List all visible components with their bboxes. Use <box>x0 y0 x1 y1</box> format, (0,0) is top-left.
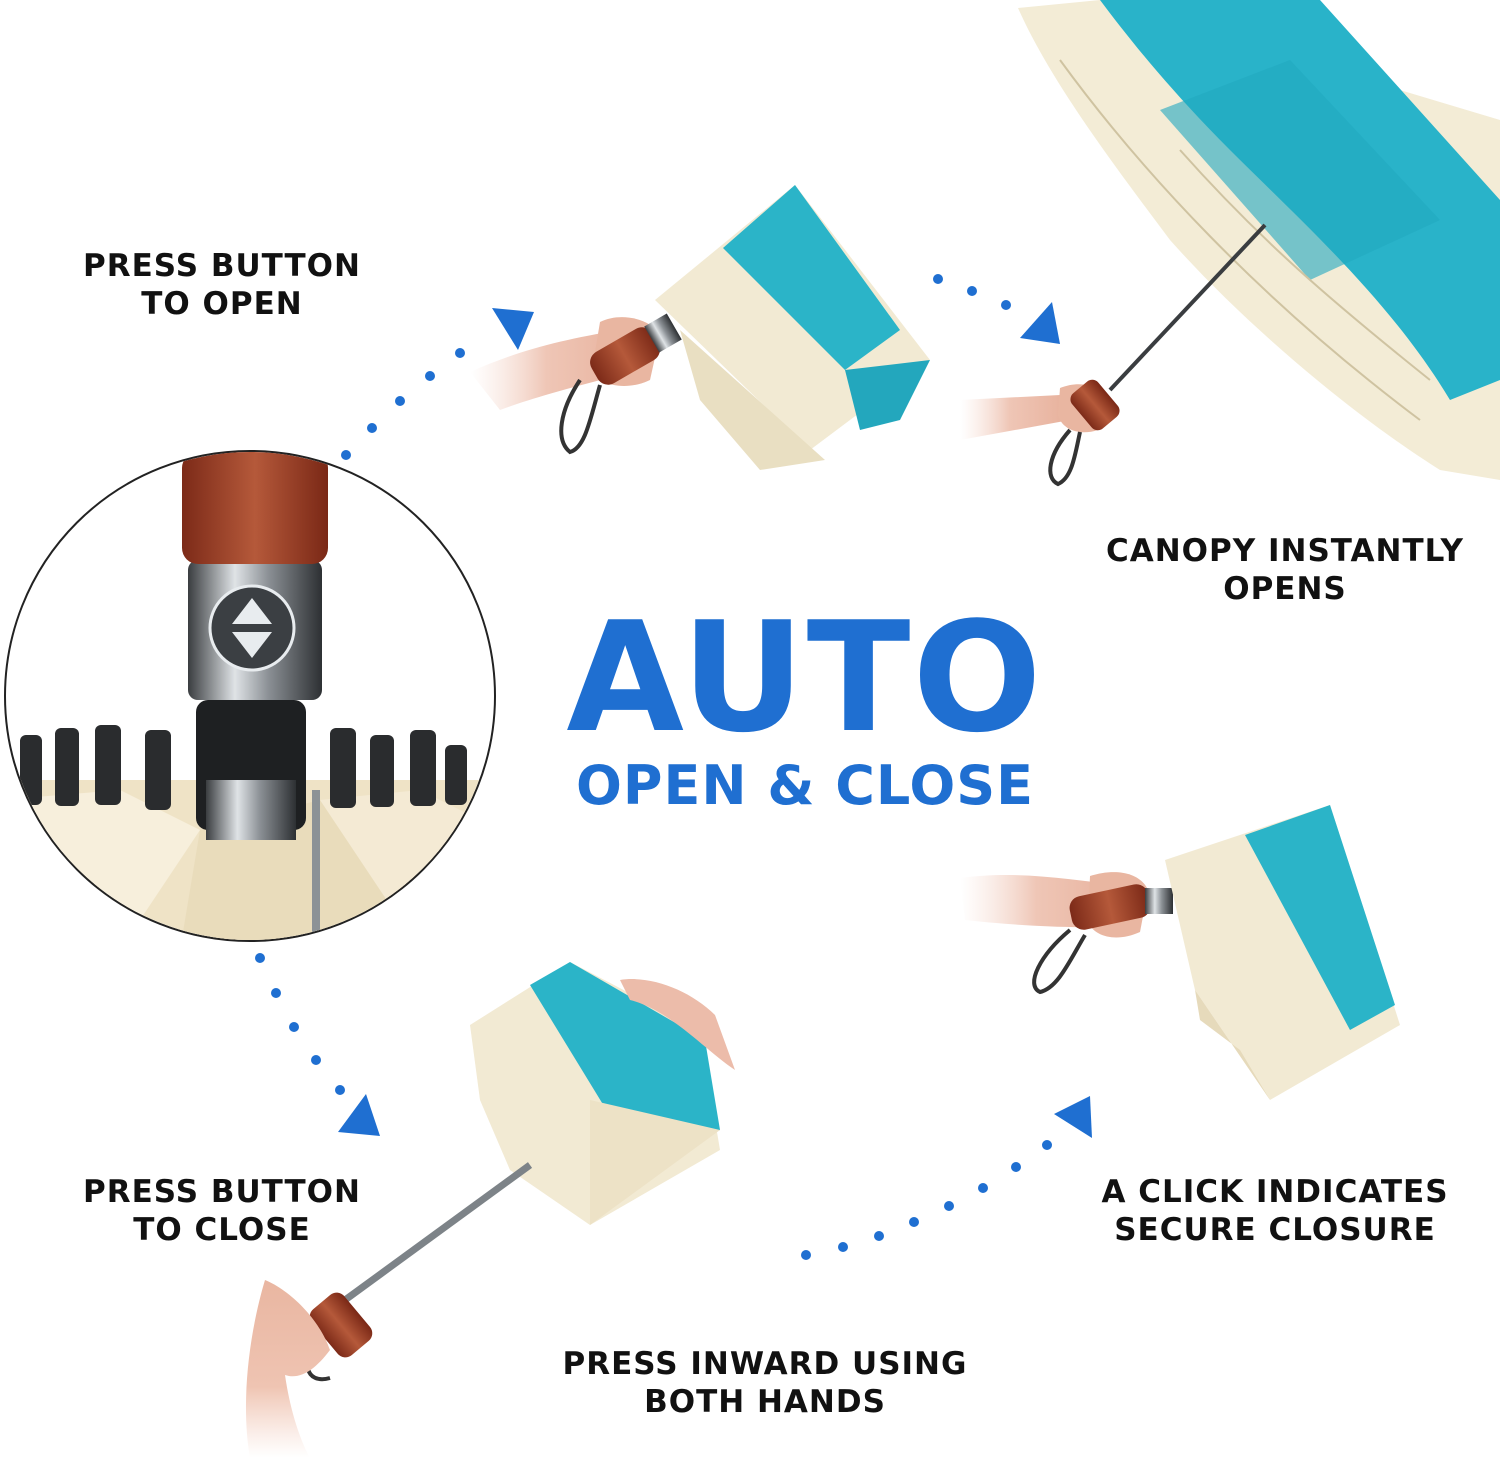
caption-line: A CLICK INDICATES <box>1101 1174 1449 1210</box>
caption-line: OPENS <box>1223 571 1347 607</box>
caption-line: TO OPEN <box>141 286 303 322</box>
umbrella-closing-photo <box>245 962 735 1458</box>
caption-line: BOTH HANDS <box>644 1384 886 1420</box>
headline-subtitle: OPEN & CLOSE <box>575 754 1035 817</box>
flow-dots <box>255 274 1052 1260</box>
umbrella-open-photo <box>960 0 1500 487</box>
step-caption-press-to-close: PRESS BUTTON TO CLOSE <box>72 1173 372 1249</box>
caption-line: PRESS BUTTON <box>83 1174 361 1210</box>
umbrella-closed-photo <box>960 805 1400 1100</box>
triangle-arrow-icon <box>1020 302 1060 344</box>
step-caption-canopy-opens: CANOPY INSTANTLY OPENS <box>1090 532 1480 608</box>
triangle-arrow-icon <box>338 1094 380 1136</box>
triangle-arrow-icon <box>492 308 534 350</box>
button-closeup <box>4 450 496 942</box>
caption-line: SECURE CLOSURE <box>1114 1212 1436 1248</box>
headline-title: AUTO <box>566 589 1044 766</box>
umbrella-opening-photo <box>470 185 930 470</box>
step-caption-click-secure: A CLICK INDICATES SECURE CLOSURE <box>1075 1173 1475 1249</box>
open-close-button-icon <box>208 584 296 672</box>
caption-line: TO CLOSE <box>133 1212 311 1248</box>
step-caption-press-to-open: PRESS BUTTON TO OPEN <box>72 247 372 323</box>
caption-line: PRESS INWARD USING <box>562 1346 968 1382</box>
step-caption-press-inward: PRESS INWARD USING BOTH HANDS <box>550 1345 980 1421</box>
triangle-arrow-icon <box>1054 1096 1092 1138</box>
caption-line: PRESS BUTTON <box>83 248 361 284</box>
caption-line: CANOPY INSTANTLY <box>1106 533 1464 569</box>
rib-tips <box>20 725 467 810</box>
